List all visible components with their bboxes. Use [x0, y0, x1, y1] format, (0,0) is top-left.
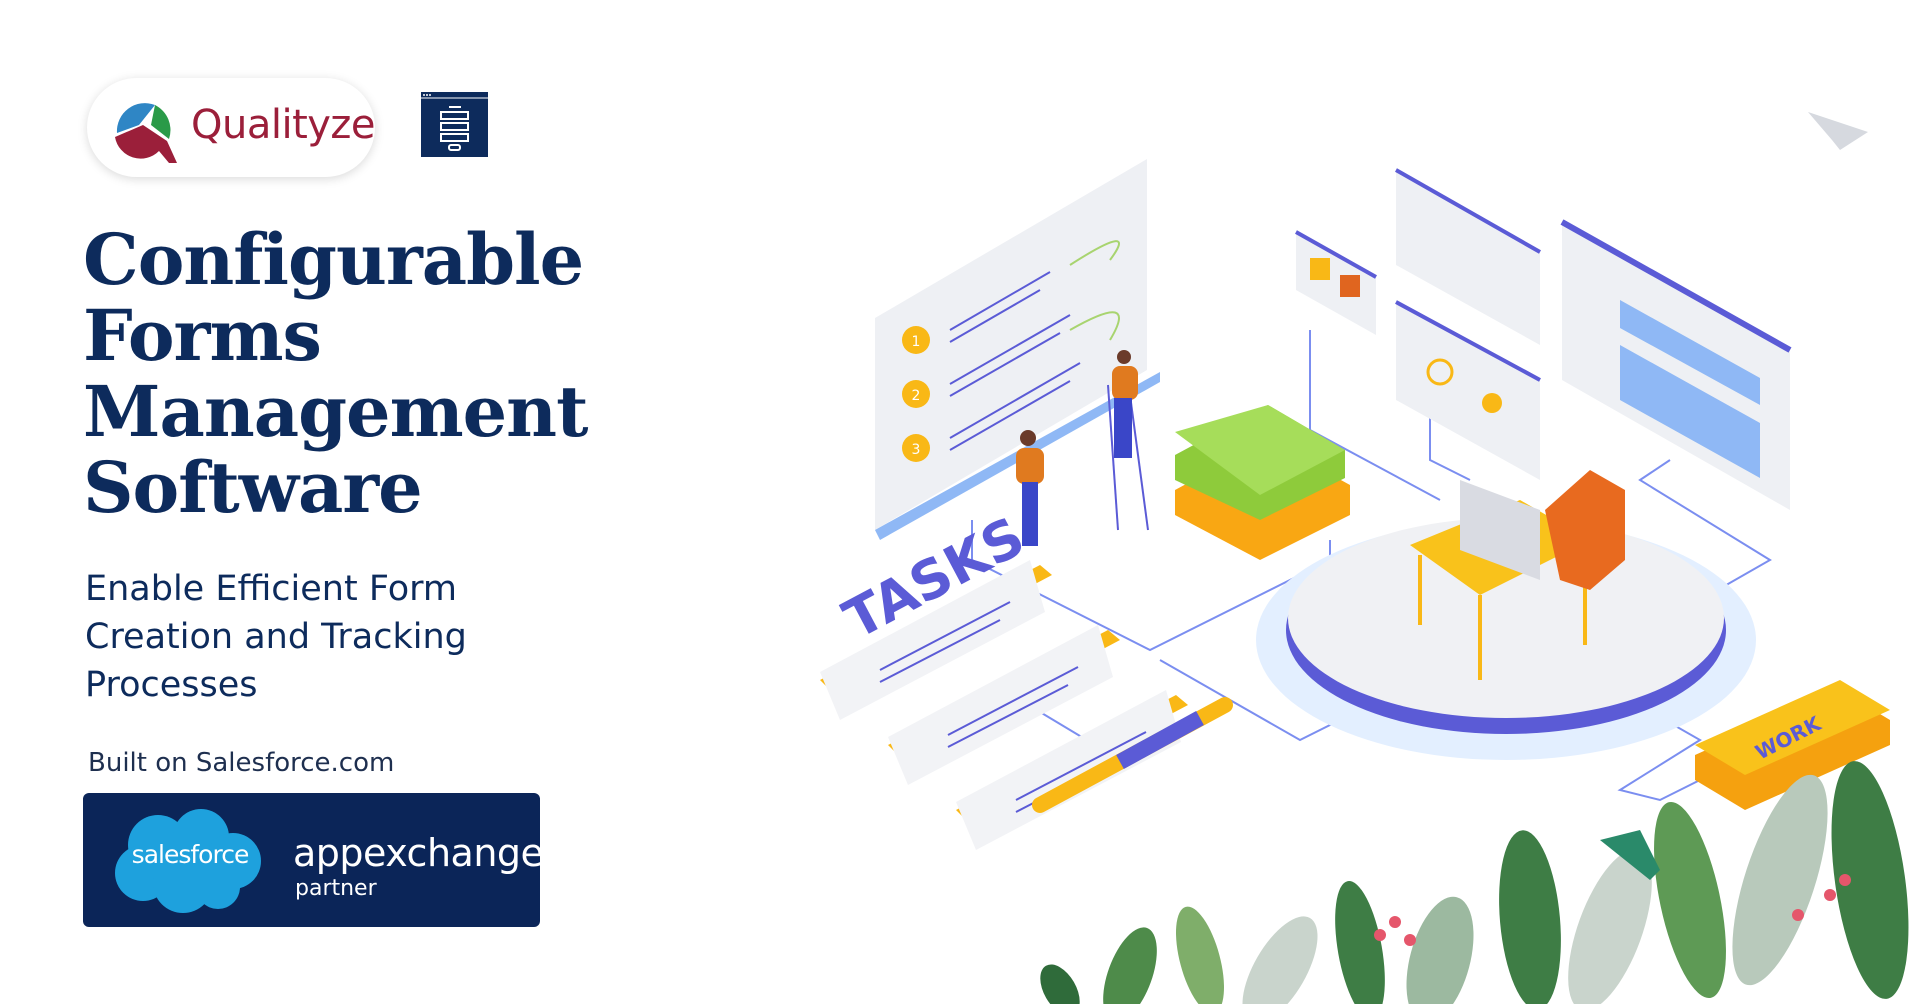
salesforce-cloud-icon	[115, 809, 261, 913]
plants-foliage	[1040, 761, 1909, 1004]
subtitle-line: Processes	[85, 665, 258, 705]
hummingbird-icon	[1600, 830, 1660, 880]
subtitle-line: Creation and Tracking	[85, 617, 467, 657]
title-line: Forms	[83, 294, 322, 377]
book-stack	[1175, 405, 1350, 560]
step-number: 2	[912, 388, 921, 404]
built-on-text: Built on Salesforce.com	[88, 748, 395, 778]
platform	[1256, 470, 1756, 760]
appexchange-partner-badge: salesforce appexchange partner	[83, 793, 544, 927]
step-markers: 1 2 3	[902, 326, 930, 462]
subtitle: Enable Efficient Form Creation and Track…	[85, 565, 605, 709]
people-figures	[1016, 350, 1149, 546]
partner-label: partner	[295, 876, 377, 901]
title-line: Software	[83, 446, 423, 529]
whiteboard: 1 2 3	[875, 159, 1160, 540]
dashboard-screens	[1295, 168, 1792, 510]
form-builder-icon	[421, 92, 488, 157]
step-number: 1	[912, 334, 921, 350]
task-cards	[820, 560, 1188, 850]
qualityze-logo: Qualityze	[87, 78, 376, 177]
appexchange-wordmark: appexchange	[293, 831, 544, 875]
brand-name: Qualityze	[191, 102, 376, 148]
page-title: Configurable Forms Management Software	[83, 218, 588, 529]
title-line: Management	[83, 370, 588, 453]
pen	[1032, 697, 1233, 813]
salesforce-wordmark: salesforce	[131, 840, 250, 869]
subtitle-line: Enable Efficient Form	[85, 569, 457, 609]
qualityze-logo-mark-icon	[115, 103, 177, 163]
step-number: 3	[912, 442, 921, 458]
title-line: Configurable	[83, 218, 584, 301]
work-folder: WORK	[1695, 680, 1890, 810]
paper-plane-icon	[1808, 112, 1868, 150]
